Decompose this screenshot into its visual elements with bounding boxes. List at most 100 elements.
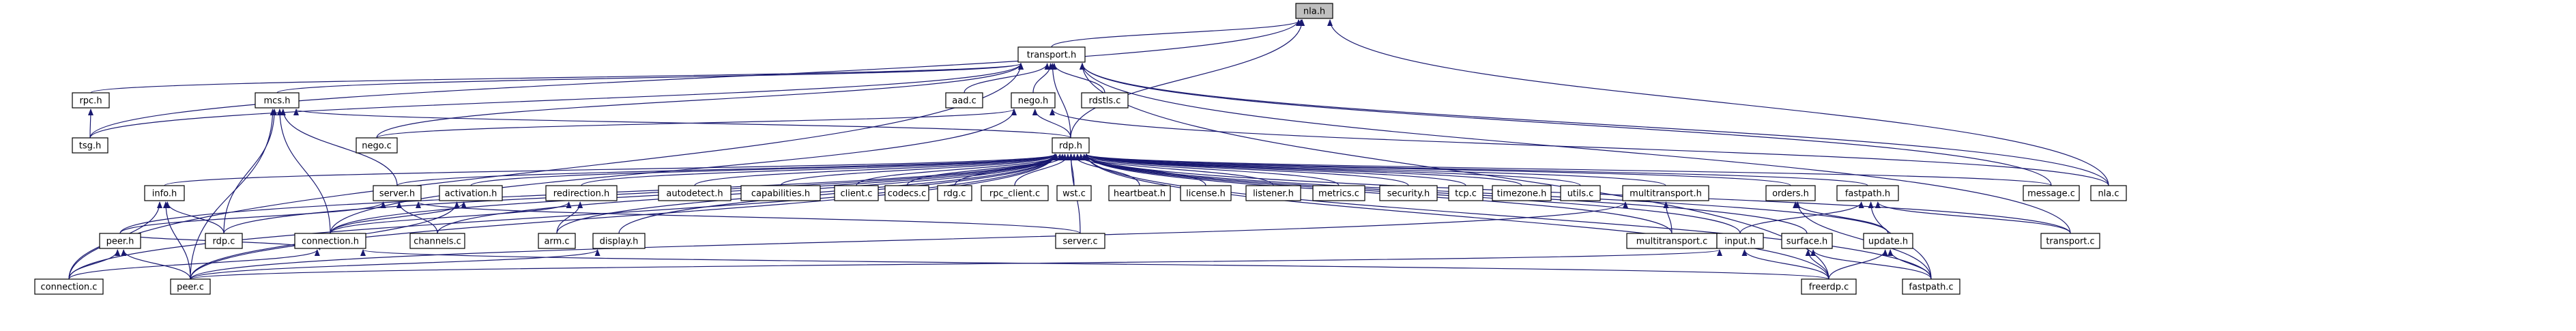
edge-message_c-to-rdp_h: [1084, 154, 2052, 186]
node-server-h[interactable]: server.h: [373, 185, 422, 201]
node-security-h[interactable]: security.h: [1379, 185, 1438, 201]
node-box: [144, 185, 185, 201]
node-box: [538, 233, 576, 249]
node-nego-c[interactable]: nego.c: [356, 137, 398, 154]
node-multitransport-c[interactable]: multitransport.c: [1626, 233, 1718, 249]
node-metrics-c[interactable]: metrics.c: [1312, 185, 1365, 201]
edge-nla_c-to-transport_h: [1080, 63, 2109, 186]
node-peer-c[interactable]: peer.c: [170, 278, 211, 295]
edge-orders_h-to-rdp_h: [1084, 154, 1791, 186]
node-freerdp-c[interactable]: freerdp.c: [1801, 278, 1857, 295]
edge-info_h-to-rdp_h: [164, 154, 1058, 186]
node-activation-h[interactable]: activation.h: [439, 185, 503, 201]
node-codecs-c[interactable]: codecs.c: [884, 185, 929, 201]
edge-rdstls_c-to-transport_h: [1051, 63, 1105, 93]
edge-freerdp_c-to-connection_h: [360, 249, 1829, 280]
node-box: [72, 92, 110, 109]
node-box: [1716, 233, 1764, 249]
node-box: [2090, 185, 2127, 201]
edge-transport_c-to-transport_h: [1080, 63, 2071, 234]
node-connection-c[interactable]: connection.c: [34, 278, 104, 295]
node-box: [1448, 185, 1484, 201]
node-tsg-h[interactable]: tsg.h: [72, 137, 108, 154]
node-fastpath-h[interactable]: fastpath.h: [1836, 185, 1899, 201]
node-label: rpc.h: [79, 96, 102, 106]
node-label: surface.h: [1786, 237, 1827, 247]
node-server-c[interactable]: server.c: [1055, 233, 1105, 249]
edge-connection_c-to-peer_h: [68, 249, 121, 280]
node-box: [1056, 185, 1092, 201]
edge-fastpath_h-to-rdp_h: [1084, 154, 1868, 186]
node-box: [1017, 46, 1086, 63]
node-rdg-c[interactable]: rdg.c: [937, 185, 972, 201]
node-info-h[interactable]: info.h: [144, 185, 185, 201]
node-aad-c[interactable]: aad.c: [945, 92, 983, 109]
node-box: [1492, 185, 1552, 201]
node-rpc-h[interactable]: rpc.h: [72, 92, 110, 109]
edge-rpc_h-to-transport_h: [90, 63, 1024, 93]
node-label: redirection.h: [553, 189, 609, 199]
edge-peer_c-to-input_h: [190, 249, 1722, 280]
node-box: [1312, 185, 1365, 201]
node-nla-c[interactable]: nla.c: [2090, 185, 2127, 201]
node-label: peer.c: [177, 283, 204, 293]
node-update-h[interactable]: update.h: [1863, 233, 1913, 249]
node-redirection-h[interactable]: redirection.h: [545, 185, 618, 201]
node-connection-h[interactable]: connection.h: [294, 233, 366, 249]
edge-channels_c-to-server_h: [396, 201, 438, 234]
node-utils-c[interactable]: utils.c: [1560, 185, 1601, 201]
node-capabilities-h[interactable]: capabilities.h: [740, 185, 821, 201]
node-box: [1379, 185, 1438, 201]
node-rdstls-c[interactable]: rdstls.c: [1081, 92, 1129, 109]
node-rdp-h[interactable]: rdp.h: [1052, 137, 1090, 154]
edge-tsg_h-to-rpc_h: [87, 109, 93, 139]
edge-redirection_h-to-rdp_h: [581, 154, 1058, 186]
node-display-h[interactable]: display.h: [592, 233, 646, 249]
node-surface-h[interactable]: surface.h: [1781, 233, 1833, 249]
node-wst-c[interactable]: wst.c: [1056, 185, 1092, 201]
node-listener-h[interactable]: listener.h: [1245, 185, 1301, 201]
node-nego-h[interactable]: nego.h: [1011, 92, 1056, 109]
node-license-h[interactable]: license.h: [1180, 185, 1232, 201]
edge-peer_c-to-multitransport_h: [190, 201, 1628, 280]
node-box: [409, 233, 465, 249]
node-tcp-c[interactable]: tcp.c: [1448, 185, 1484, 201]
node-peer-h[interactable]: peer.h: [99, 233, 141, 249]
node-label: freerdp.c: [1809, 283, 1849, 293]
node-transport-h[interactable]: transport.h: [1017, 46, 1086, 63]
node-label: activation.h: [445, 189, 497, 199]
node-label: rdp.c: [213, 237, 235, 247]
node-message-c[interactable]: message.c: [2023, 185, 2080, 201]
node-box: [937, 185, 972, 201]
node-box: [1081, 92, 1129, 109]
edge-transport_h-to-nla_h: [1051, 19, 1304, 48]
node-box: [205, 233, 243, 249]
node-timezone-h[interactable]: timezone.h: [1492, 185, 1552, 201]
node-channels-c[interactable]: channels.c: [409, 233, 465, 249]
edge-rdg_c-to-rdp_h: [954, 154, 1068, 186]
edge-fastpath_c-to-surface_h: [1810, 249, 1932, 280]
node-label: channels.c: [414, 237, 461, 247]
node-multitransport-h[interactable]: multitransport.h: [1622, 185, 1709, 201]
node-nla-h: nla.h: [1295, 3, 1333, 19]
edge-capabilities_h-to-rdp_h: [780, 154, 1059, 186]
edge-peer_c-to-peer_h: [121, 249, 191, 280]
node-label: metrics.c: [1318, 189, 1359, 199]
node-client-c[interactable]: client.c: [834, 185, 879, 201]
node-orders-h[interactable]: orders.h: [1765, 185, 1816, 201]
node-label: utils.c: [1567, 189, 1594, 199]
node-heartbeat-h[interactable]: heartbeat.h: [1108, 185, 1171, 201]
edge-rdp_h-to-nego_h: [1032, 109, 1071, 139]
edge-fastpath_c-to-update_h: [1887, 249, 1932, 280]
node-autodetect-h[interactable]: autodetect.h: [658, 185, 732, 201]
node-arm-c[interactable]: arm.c: [538, 233, 576, 249]
node-transport-c[interactable]: transport.c: [2040, 233, 2100, 249]
edge-rdp_h-to-mcs_h: [293, 109, 1071, 139]
node-input-h[interactable]: input.h: [1716, 233, 1764, 249]
node-fastpath-c[interactable]: fastpath.c: [1902, 278, 1960, 295]
edge-rdp_c-to-mcs_h: [223, 109, 278, 234]
node-rpc-client-c[interactable]: rpc_client.c: [981, 185, 1049, 201]
node-rdp-c[interactable]: rdp.c: [205, 233, 243, 249]
node-mcs-h[interactable]: mcs.h: [255, 92, 300, 109]
node-label: connection.h: [302, 237, 359, 247]
